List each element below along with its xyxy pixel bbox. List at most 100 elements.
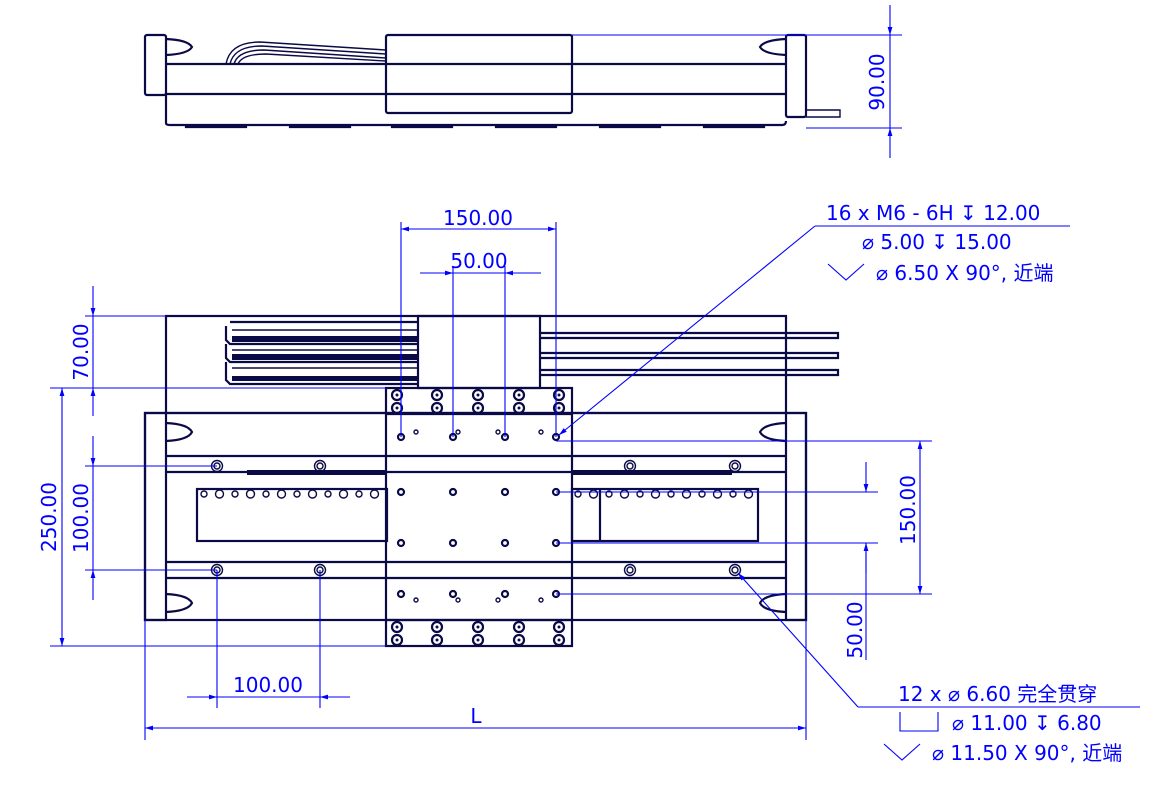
dim-height: 90.00 xyxy=(865,53,889,110)
screw-head-icon xyxy=(395,406,399,410)
base-mounting-holes xyxy=(210,459,742,577)
screw-head-icon xyxy=(517,393,521,397)
magnet-icon xyxy=(245,489,256,499)
screw-head-icon xyxy=(476,638,480,642)
screw-head-icon xyxy=(557,638,561,642)
tapped-hole-icon xyxy=(500,538,510,548)
tapped-hole-icon xyxy=(396,589,406,599)
small-hole-icon xyxy=(538,429,544,435)
magnet-icon xyxy=(743,489,754,499)
side-view: 90.00 xyxy=(143,5,902,158)
magnet-icon xyxy=(262,490,270,498)
tapped-hole-icon xyxy=(448,487,458,497)
bolt-hole-icon xyxy=(623,563,637,577)
magnet-icon xyxy=(698,490,706,498)
screw-head-icon xyxy=(471,388,485,402)
bolt-hole-icon xyxy=(626,566,634,574)
screw-head-icon xyxy=(390,633,404,647)
bolt-hole-icon xyxy=(731,462,739,470)
screw-head-icon xyxy=(430,401,444,415)
screw-head-icon xyxy=(395,638,399,642)
magnet-icon xyxy=(276,489,287,499)
screw-head-icon xyxy=(512,620,526,634)
screw-head-icon xyxy=(557,393,561,397)
callout-line: 12 x ⌀ 6.60 完全贯穿 xyxy=(898,682,1097,706)
base-body xyxy=(143,411,808,622)
callout-line: ⌀ 6.50 X 90°, 近端 xyxy=(876,261,1054,285)
screw-head-icon xyxy=(395,393,399,397)
right-end-cap xyxy=(784,411,808,622)
carriage-side xyxy=(384,33,574,115)
screw-head-icon xyxy=(552,620,566,634)
left-end-cap xyxy=(143,33,168,97)
callout-line: ⌀ 11.00 ↧ 6.80 xyxy=(952,711,1102,735)
dim-150-x: 150.00 xyxy=(443,206,513,230)
dim-100-x: 100.00 xyxy=(233,673,303,697)
callout-line: ⌀ 11.50 X 90°, 近端 xyxy=(932,741,1122,765)
dim-100-y: 100.00 xyxy=(69,483,93,553)
bolt-hole-icon xyxy=(728,459,742,473)
small-hole-icon xyxy=(413,429,419,435)
screw-head-icon xyxy=(552,388,566,402)
screw-head-icon xyxy=(390,401,404,415)
screw-head-icon xyxy=(552,633,566,647)
screw-head-icon xyxy=(430,620,444,634)
bolt-hole-icon xyxy=(623,459,637,473)
screw-head-icon xyxy=(430,633,444,647)
feet xyxy=(184,125,766,129)
magnet-icon xyxy=(712,489,723,499)
small-hole-icon xyxy=(413,597,419,603)
dim-50-x: 50.00 xyxy=(450,249,507,273)
cable-out xyxy=(806,109,841,118)
dim-70: 70.00 xyxy=(69,323,93,380)
screw-head-icon xyxy=(435,393,439,397)
magnet-icon xyxy=(231,490,239,498)
magnet-icon xyxy=(605,490,613,498)
tapped-hole-icon xyxy=(396,487,406,497)
countersink-icon xyxy=(827,263,865,281)
dimensions: 150.00 50.00 70.00 250.00 100.00 150.00 … xyxy=(37,206,932,740)
callout-line: 16 x M6 - 6H ↧ 12.00 xyxy=(826,201,1040,225)
magnet-row xyxy=(200,489,754,499)
screw-head-icon xyxy=(395,625,399,629)
small-hole-icon xyxy=(455,597,461,603)
magnet-icon xyxy=(307,489,318,499)
bolt-hole-icon xyxy=(316,462,324,470)
magnet-icon xyxy=(650,489,661,499)
magnet-icon xyxy=(729,490,737,498)
screw-head-icon xyxy=(476,406,480,410)
callout-tapped-holes: 16 x M6 - 6H ↧ 12.00 ⌀ 5.00 ↧ 15.00 ⌀ 6.… xyxy=(558,201,1070,436)
carriage-plate xyxy=(384,386,574,648)
tapped-hole-icon xyxy=(500,487,510,497)
magnet-icon xyxy=(667,490,675,498)
screw-head-icon xyxy=(557,625,561,629)
screw-head-icon xyxy=(390,388,404,402)
small-hole-icon xyxy=(495,597,501,603)
screw-head-icon xyxy=(517,638,521,642)
screw-head-icon xyxy=(430,388,444,402)
tapped-hole-icon xyxy=(396,538,406,548)
magnet-icon xyxy=(324,490,332,498)
screw-head-icon xyxy=(512,633,526,647)
magnet-icon xyxy=(338,489,349,499)
screw-head-icon xyxy=(512,401,526,415)
callout-through-holes: 12 x ⌀ 6.60 完全贯穿 ⌀ 11.00 ↧ 6.80 ⌀ 11.50 … xyxy=(737,572,1140,765)
carriage-cable-block xyxy=(416,314,542,390)
screw-head-icon xyxy=(435,406,439,410)
screw-head-icon xyxy=(512,388,526,402)
small-hole-icon xyxy=(495,429,501,435)
magnet-icon xyxy=(293,490,301,498)
screw-head-icon xyxy=(435,638,439,642)
small-hole-icon xyxy=(455,429,461,435)
countersink-icon xyxy=(883,743,921,761)
dim-length: L xyxy=(470,704,482,728)
magnet-icon xyxy=(619,489,630,499)
cable-chain xyxy=(224,320,418,386)
bolt-hole-icon xyxy=(728,563,742,577)
small-hole-icon xyxy=(538,597,544,603)
screw-head-icon xyxy=(390,620,404,634)
left-end-cap xyxy=(143,411,168,622)
left-bumper xyxy=(165,37,194,57)
screw-head-icon xyxy=(471,401,485,415)
